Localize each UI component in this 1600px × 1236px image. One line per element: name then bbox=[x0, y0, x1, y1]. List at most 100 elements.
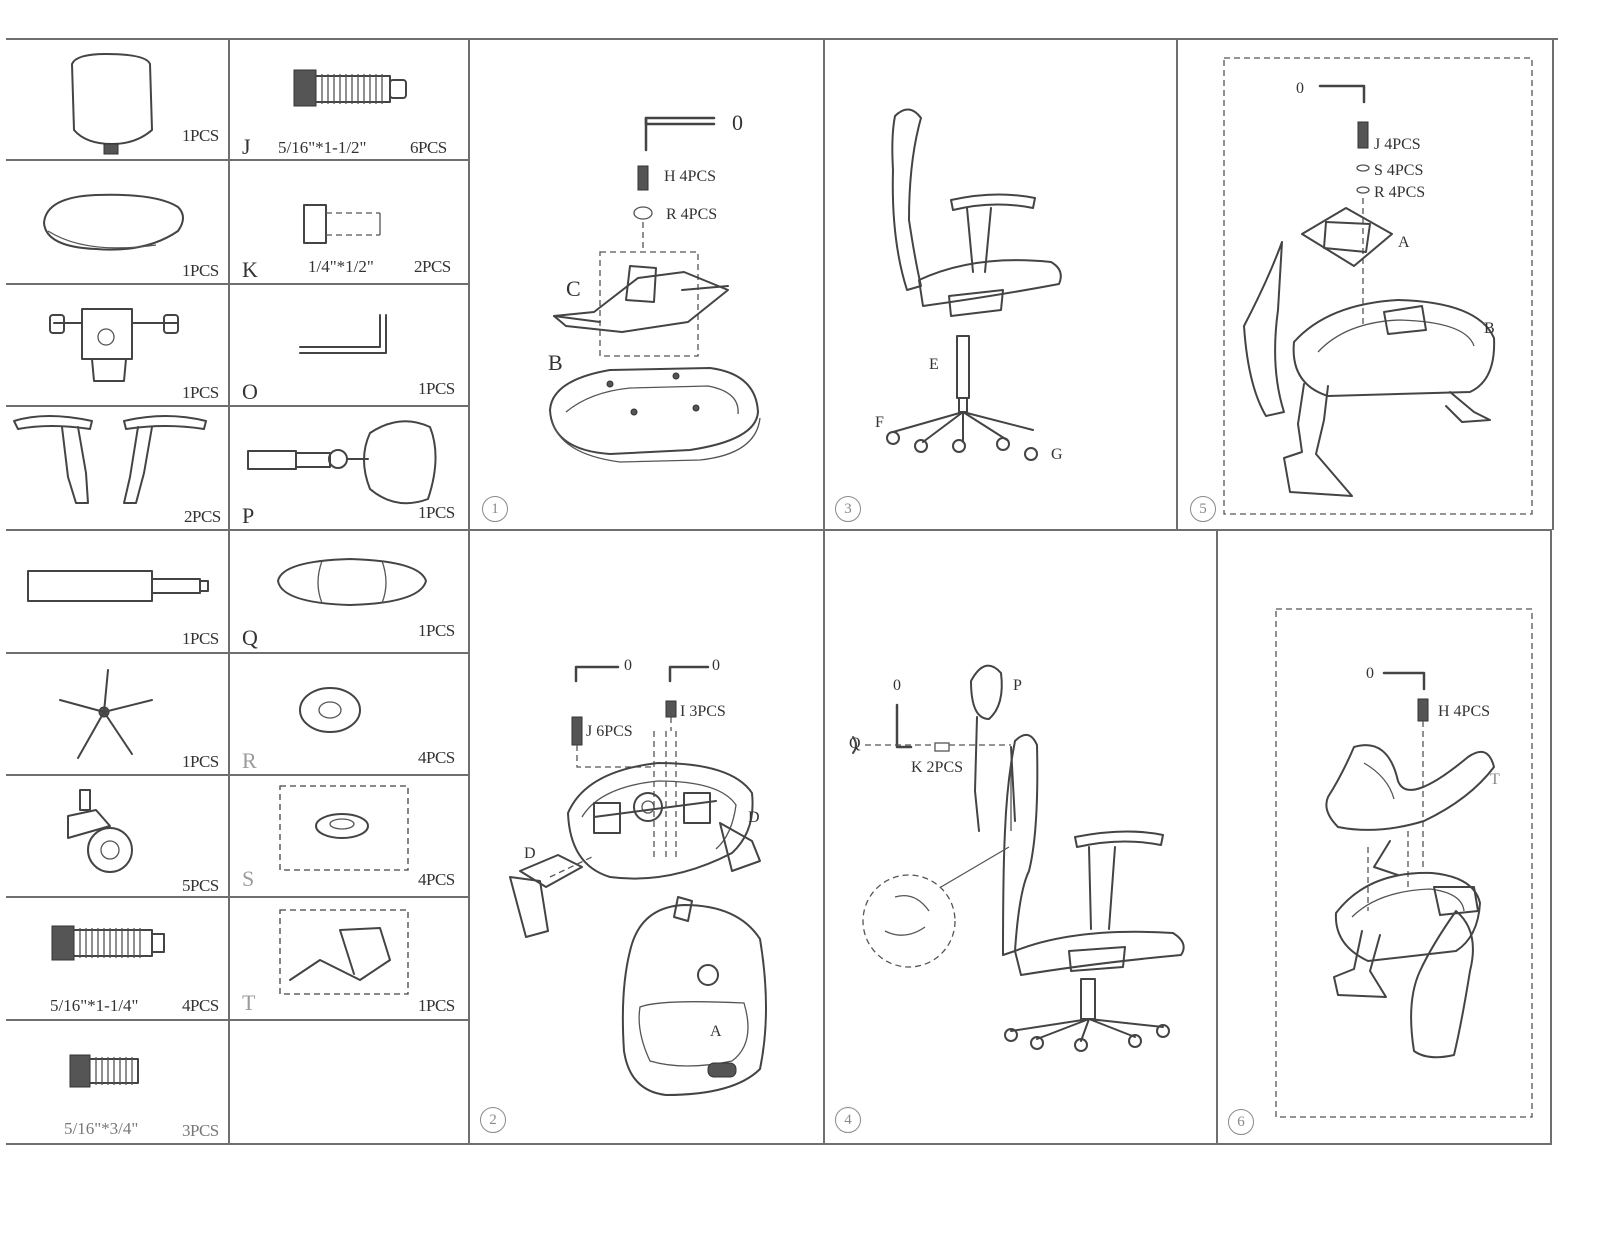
step-4-label-q: Q bbox=[849, 735, 861, 752]
step-3-number: 3 bbox=[835, 496, 861, 522]
headrest-drawing bbox=[247, 420, 437, 505]
step-1-label-c: C bbox=[566, 276, 581, 301]
part-cell-mechanism: 1PCS bbox=[6, 285, 228, 405]
back-bracket-drawing bbox=[279, 909, 409, 995]
step-2-label-i: I 3PCS bbox=[680, 703, 726, 720]
part-qty: 4PCS bbox=[418, 870, 455, 889]
part-cell-gas-cylinder: 1PCS bbox=[6, 531, 228, 652]
step-1-label-b: B bbox=[548, 350, 563, 375]
step-2-label-d2: D bbox=[748, 809, 760, 826]
part-letter: S bbox=[242, 866, 255, 891]
allen-key-drawing bbox=[299, 314, 387, 354]
lumbar-pad-drawing bbox=[277, 558, 427, 606]
part-cell-headrest: P 1PCS bbox=[230, 407, 468, 529]
part-cell-star-base: 1PCS bbox=[6, 654, 228, 774]
col-divider-c bbox=[823, 38, 825, 1144]
part-qty: 6PCS bbox=[410, 138, 447, 157]
step-4-label-o: 0 bbox=[893, 677, 901, 694]
step-2-label-d1: D bbox=[524, 845, 536, 862]
row-divider bbox=[6, 652, 468, 654]
row-divider bbox=[6, 405, 468, 407]
part-letter: J bbox=[242, 134, 251, 159]
col-divider-d-bottom bbox=[1216, 530, 1218, 1144]
part-qty: 2PCS bbox=[414, 257, 451, 276]
part-letter: P bbox=[242, 503, 255, 528]
part-cell-allen-key: O 1PCS bbox=[230, 285, 468, 405]
gas-cylinder-drawing bbox=[27, 570, 209, 602]
row-divider bbox=[6, 283, 468, 285]
part-qty: 1PCS bbox=[418, 621, 455, 640]
row-divider bbox=[6, 1019, 468, 1021]
part-cell-armrests: 2PCS bbox=[6, 407, 228, 529]
step-1-label-h: H 4PCS bbox=[664, 168, 717, 185]
top-border bbox=[6, 38, 1558, 40]
step-2-label-o1: 0 bbox=[624, 657, 632, 674]
step-3-label-e: E bbox=[929, 356, 939, 373]
part-cell-spring-washer: S 4PCS bbox=[230, 776, 468, 896]
part-cell-bolt-i: 5/16"*1-1/4" 4PCS bbox=[6, 898, 228, 1019]
step-5-label-b: B bbox=[1484, 320, 1495, 337]
part-cell-caster: 5PCS bbox=[6, 776, 228, 896]
part-size: 1/4"*1/2" bbox=[308, 257, 374, 276]
part-size: 5/16"*3/4" bbox=[64, 1119, 139, 1138]
step-3-panel: E F G 3 bbox=[825, 40, 1176, 529]
part-cell-bolt-k: K 1/4"*1/2" 2PCS bbox=[230, 161, 468, 283]
part-qty: 1PCS bbox=[182, 629, 219, 648]
flat-washer-drawing bbox=[299, 687, 361, 733]
step-5-panel: 0 J 4PCS S 4PCS R 4PCS A B 5 bbox=[1178, 40, 1552, 529]
step-1-panel: 0 H 4PCS R 4PCS C B 1 bbox=[470, 40, 823, 529]
part-cell-mesh-back: 1PCS bbox=[6, 40, 228, 159]
row-divider bbox=[6, 774, 468, 776]
step-5-label-a: A bbox=[1398, 234, 1410, 251]
spring-washer-drawing bbox=[279, 785, 409, 871]
col-divider-d-top bbox=[1176, 38, 1178, 530]
part-cell-lumbar-pad: Q 1PCS bbox=[230, 531, 468, 652]
step-6-label-h: H 4PCS bbox=[1438, 703, 1491, 720]
mesh-back-drawing bbox=[71, 53, 153, 155]
part-qty: 3PCS bbox=[182, 1121, 219, 1140]
part-qty: 4PCS bbox=[182, 996, 219, 1015]
col-divider-b bbox=[468, 38, 470, 1144]
step-4-number: 4 bbox=[835, 1107, 861, 1133]
part-size: 5/16"*1-1/2" bbox=[278, 138, 367, 157]
part-qty: 1PCS bbox=[182, 126, 219, 145]
step-2-label-o2: 0 bbox=[712, 657, 720, 674]
step-6-panel: 0 H 4PCS T 6 bbox=[1218, 531, 1550, 1143]
step-6-number: 6 bbox=[1228, 1109, 1254, 1135]
step-4-label-p: P bbox=[1013, 677, 1022, 694]
right-border-top bbox=[1552, 40, 1554, 530]
part-letter: Q bbox=[242, 625, 258, 650]
step-2-drawing bbox=[509, 665, 767, 1096]
step-2-panel: 0 0 J 6PCS I 3PCS D D A 2 bbox=[470, 531, 823, 1143]
step-2-label-a: A bbox=[710, 1023, 722, 1040]
step-6-drawing bbox=[1275, 608, 1533, 1118]
step-3-label-f: F bbox=[875, 414, 884, 431]
part-qty: 4PCS bbox=[418, 748, 455, 767]
part-qty: 1PCS bbox=[182, 383, 219, 402]
step-4-drawing bbox=[852, 664, 1185, 1052]
part-qty: 1PCS bbox=[418, 996, 455, 1015]
part-qty: 1PCS bbox=[182, 261, 219, 280]
step-2-label-j: J 6PCS bbox=[586, 723, 633, 740]
middle-border bbox=[6, 529, 1552, 531]
step-4-panel: 0 P Q K 2PCS 4 bbox=[825, 531, 1216, 1143]
step-5-drawing bbox=[1223, 57, 1533, 515]
step-1-drawing bbox=[549, 116, 761, 463]
step-4-label-k: K 2PCS bbox=[911, 759, 964, 776]
part-qty: 2PCS bbox=[184, 507, 221, 526]
part-letter: K bbox=[242, 257, 258, 282]
step-1-label-r: R 4PCS bbox=[666, 206, 718, 223]
armrests-drawing bbox=[13, 415, 207, 504]
part-size: 5/16"*1-1/4" bbox=[50, 996, 139, 1015]
step-5-label-s: S 4PCS bbox=[1374, 162, 1424, 179]
mechanism-drawing bbox=[49, 308, 179, 382]
bolt-i-drawing bbox=[51, 925, 165, 961]
step-3-label-g: G bbox=[1051, 446, 1063, 463]
bottom-border bbox=[6, 1143, 1552, 1145]
part-letter: O bbox=[242, 379, 258, 404]
part-qty: 1PCS bbox=[418, 379, 455, 398]
seat-cushion-drawing bbox=[43, 193, 184, 251]
part-cell-seat-cushion: 1PCS bbox=[6, 161, 228, 283]
star-base-drawing bbox=[59, 669, 153, 759]
part-qty: 5PCS bbox=[182, 876, 219, 895]
